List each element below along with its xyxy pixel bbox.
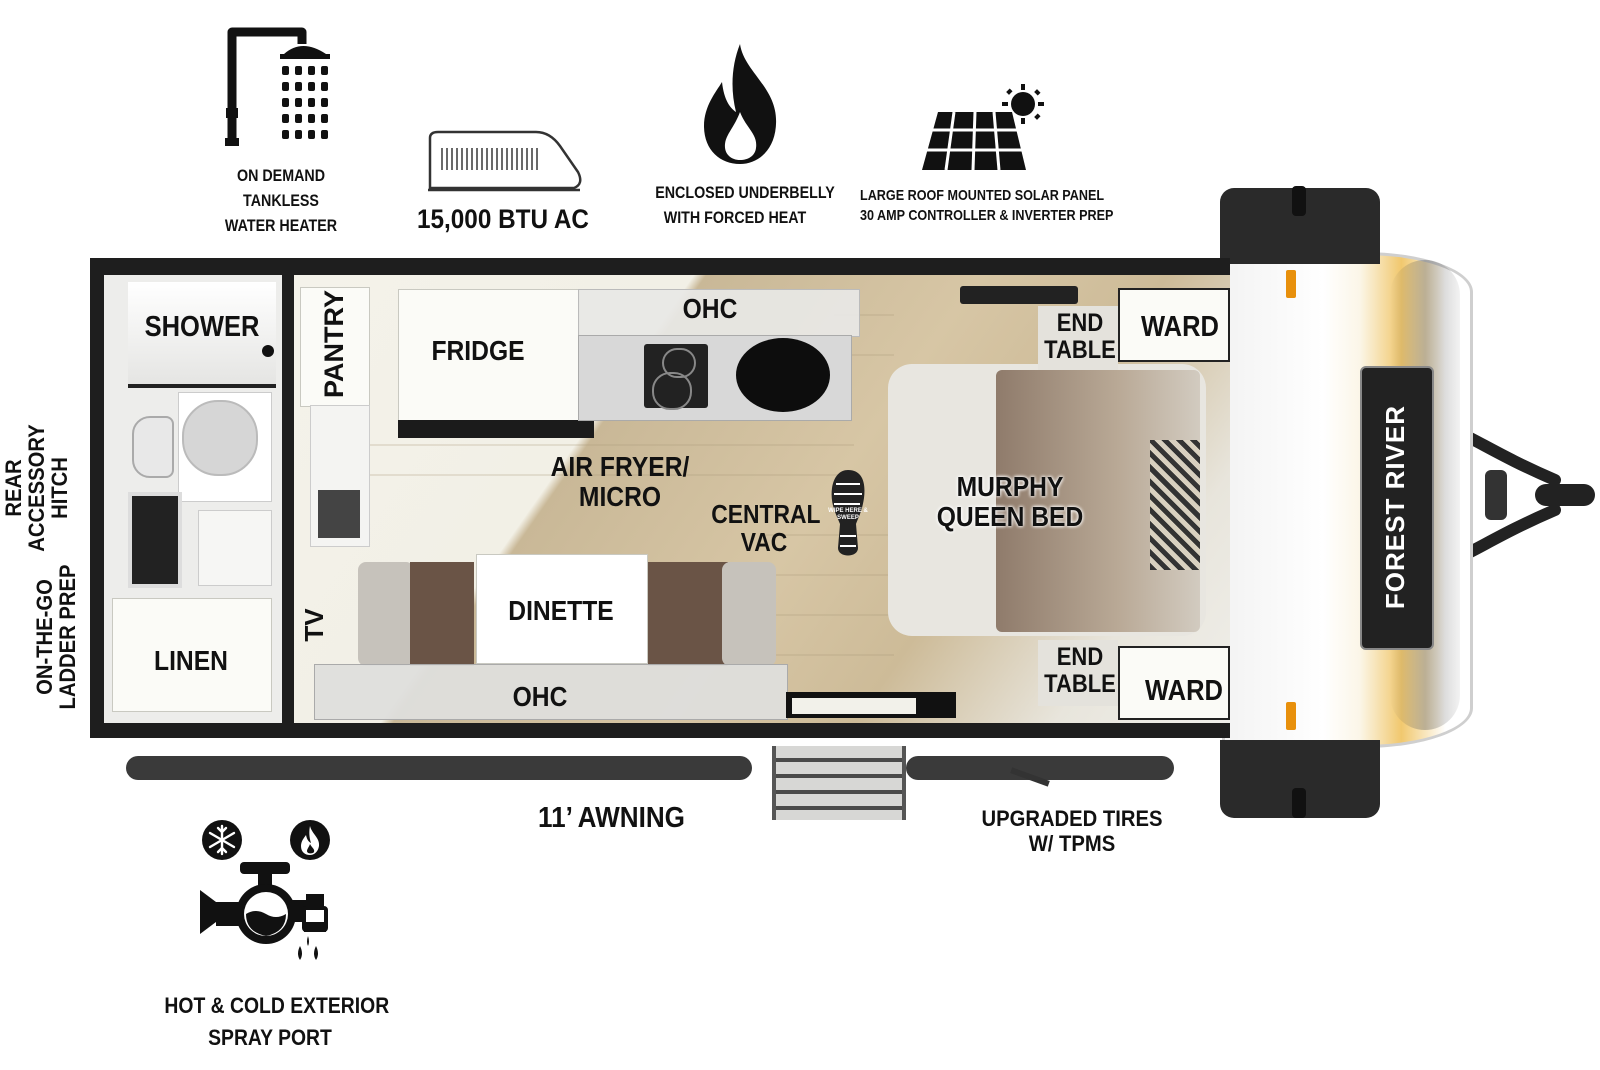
air-fryer-label: AIR FRYER/ MICRO	[550, 451, 690, 513]
central-vac-label: CENTRAL VAC	[711, 499, 821, 558]
sink	[182, 400, 258, 476]
dinette-bench-left	[358, 562, 414, 666]
shower-stall	[128, 282, 276, 388]
bath-cabinet	[198, 510, 272, 586]
dinette-label: DINETTE	[508, 595, 614, 626]
latch-top	[1292, 186, 1306, 216]
flame-icon	[704, 44, 777, 164]
tv-label: TV	[299, 608, 329, 642]
linen-closet	[112, 598, 272, 712]
floor-planks	[324, 314, 894, 656]
ohc-top	[578, 289, 860, 337]
fridge-base	[398, 420, 594, 438]
end-table-top-label: END TABLE	[1044, 309, 1116, 364]
solar-panel-icon	[922, 84, 1044, 171]
ohc-bottom-label: OHC	[512, 681, 568, 712]
end-table-bottom	[1038, 640, 1118, 706]
linen-label: LINEN	[154, 645, 228, 676]
dinette-cushion-left	[410, 562, 474, 666]
dinette-bench-right	[722, 562, 776, 666]
bed-label: MURPHY QUEEN BED	[936, 471, 1084, 533]
ward-bottom	[1118, 646, 1230, 720]
entry-steps	[772, 746, 906, 820]
faucet-icon	[200, 862, 328, 960]
ohc-top-label: OHC	[682, 293, 738, 324]
bed-pillow-pattern	[1150, 440, 1200, 570]
shower-label: SHOWER	[144, 311, 260, 343]
window-left	[318, 490, 360, 538]
roof-vent	[960, 286, 1078, 304]
awning-left	[126, 756, 752, 780]
fridge	[398, 289, 580, 421]
latch-bottom	[1292, 788, 1306, 818]
awning-right	[906, 756, 1174, 780]
entry-door-inner	[792, 698, 916, 714]
ward-top	[1118, 288, 1230, 362]
solar-label: LARGE ROOF MOUNTED SOLAR PANEL 30 AMP CO…	[860, 187, 1114, 224]
awning-label: 11’ AWNING	[538, 802, 685, 834]
boot-print-icon	[831, 470, 865, 556]
ac-label: 15,000 BTU AC	[417, 204, 589, 234]
water-heater-label: ON DEMAND TANKLESS WATER HEATER	[224, 166, 338, 235]
ladder-label: ON-THE-GO LADDER PREP	[32, 564, 81, 710]
marker-light-bottom	[1286, 702, 1296, 730]
marker-light-top	[1286, 270, 1296, 298]
ward-top-label: WARD	[1141, 311, 1219, 343]
brand-badge	[1360, 366, 1434, 650]
shower-drain	[262, 345, 274, 357]
brand-text: FOREST RIVER	[1380, 404, 1410, 610]
shower-icon	[225, 27, 330, 146]
pantry-label: PANTRY	[319, 290, 349, 398]
dinette-cushion-right	[648, 562, 728, 666]
ward-bottom-label: WARD	[1145, 675, 1223, 707]
underbelly-label: ENCLOSED UNDERBELLY WITH FORCED HEAT	[655, 183, 835, 227]
air-conditioner-icon	[428, 130, 582, 192]
rear-hitch-label: REAR ACCESSORY HITCH	[1, 424, 73, 552]
ohc-bottom	[314, 664, 788, 720]
snowflake-icon	[202, 820, 242, 860]
tires-label: UPGRADED TIRES W/ TPMS	[981, 806, 1163, 856]
small-flame-icon	[290, 820, 330, 860]
doormat-text: WIPE HERE & SWEEP	[828, 508, 868, 521]
bath-mirror	[128, 492, 182, 588]
galley-sink	[736, 338, 830, 412]
pantry	[300, 287, 370, 407]
fridge-label: FRIDGE	[431, 335, 525, 366]
end-table-bottom-label: END TABLE	[1044, 643, 1116, 698]
burner-2	[652, 372, 692, 410]
spray-port-label: HOT & COLD EXTERIOR SPRAY PORT	[164, 993, 390, 1050]
toilet	[132, 416, 174, 478]
end-table-top	[1038, 306, 1118, 370]
dinette-table	[476, 554, 648, 664]
